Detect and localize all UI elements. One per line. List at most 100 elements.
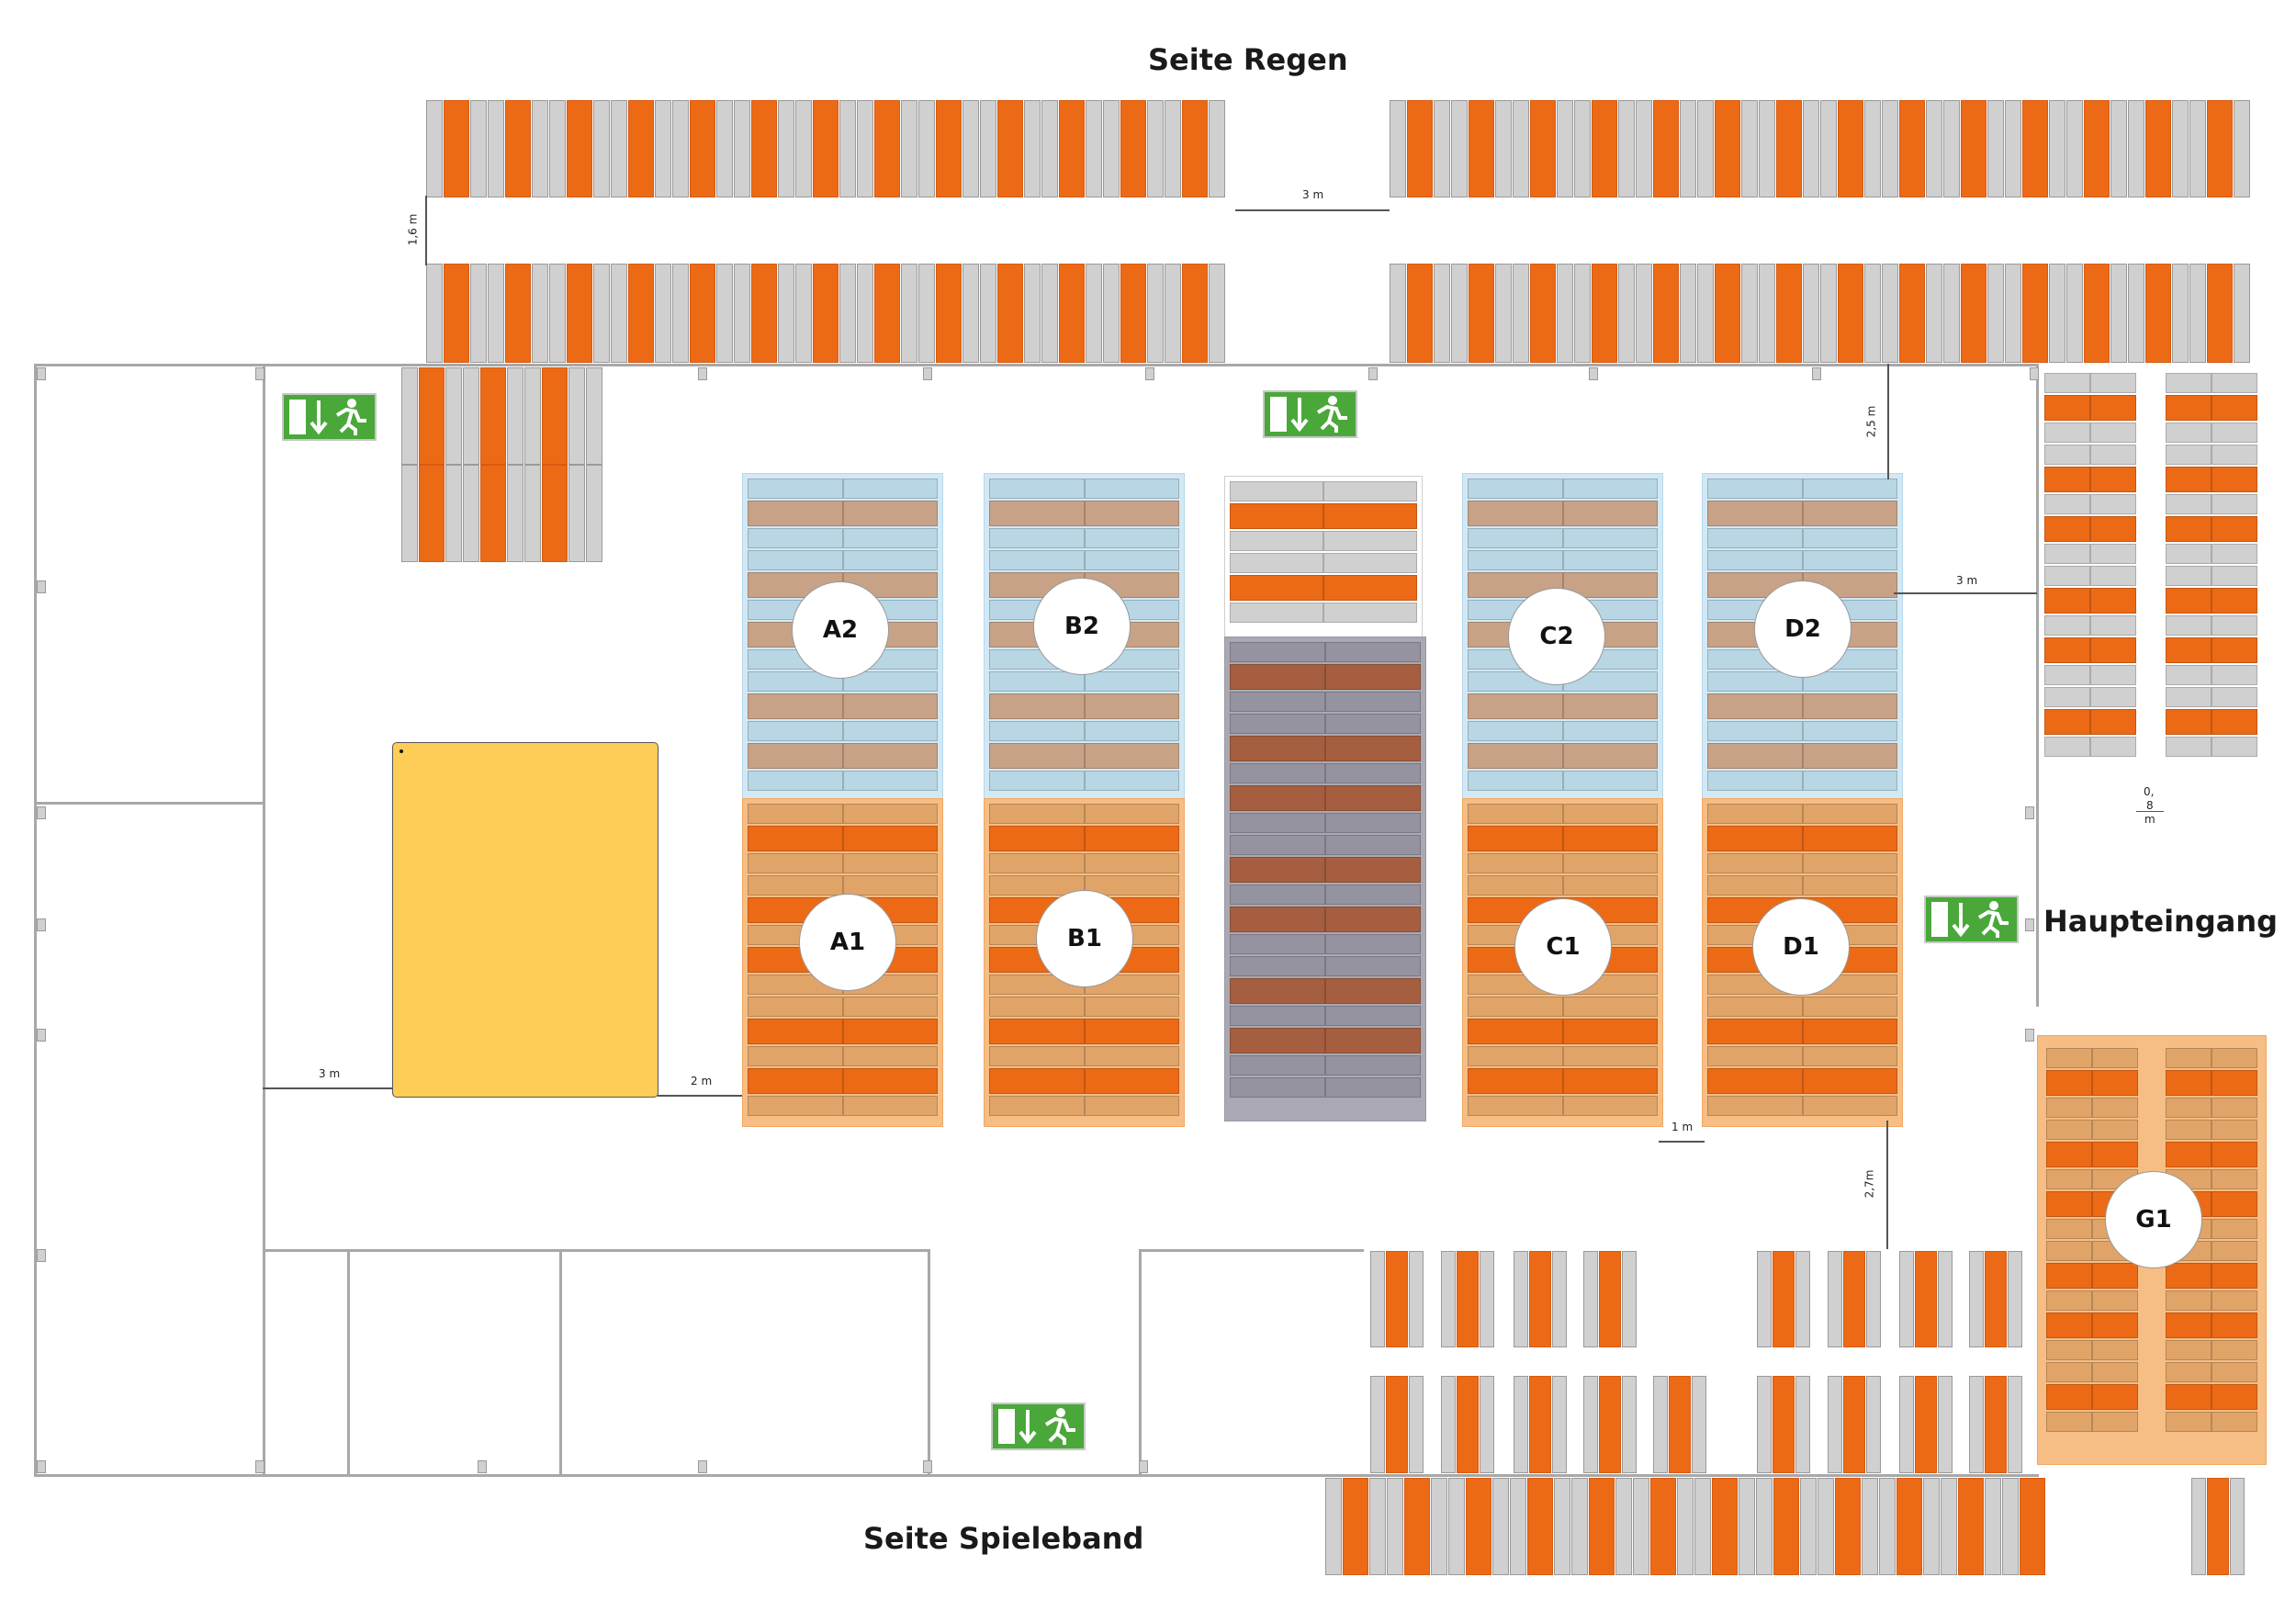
rack-slot-orange xyxy=(480,465,506,562)
rack-shelf xyxy=(2044,516,2090,542)
rack-shelf xyxy=(2090,588,2136,614)
rack-shelf xyxy=(1468,853,1563,873)
rack-slot-gray xyxy=(1692,1376,1706,1473)
rack-slot-orange xyxy=(690,264,715,363)
rack-slot-gray xyxy=(1510,1478,1526,1575)
zone-label-A2[interactable]: A2 xyxy=(792,581,889,679)
rack-shelf xyxy=(2166,1340,2212,1360)
rack-shelf xyxy=(2166,1142,2212,1167)
rack-shelf xyxy=(2090,544,2136,564)
rack-shelf xyxy=(1323,481,1417,501)
rack-slot-orange xyxy=(1961,264,1986,363)
rack-slot-orange xyxy=(813,264,838,363)
rack-slot-orange xyxy=(1530,100,1556,197)
dim-line-right-aisle xyxy=(1894,592,2037,594)
rack-slot-gray xyxy=(1615,1478,1632,1575)
rack-slot-gray xyxy=(1864,100,1881,197)
zone-label-D1[interactable]: D1 xyxy=(1752,898,1850,996)
wall-column-marker xyxy=(1812,367,1821,380)
dim-label-top-aisle: 3 m xyxy=(1302,188,1324,201)
rack-slot-orange xyxy=(1715,100,1740,197)
rack-shelf xyxy=(842,550,938,570)
rack-shelf xyxy=(1084,1046,1179,1066)
rack-shelf xyxy=(1802,804,1897,824)
rack-shelf xyxy=(989,826,1085,851)
zone-label-B1[interactable]: B1 xyxy=(1036,890,1133,987)
rack-slot-orange xyxy=(542,367,568,465)
zone-label-B2[interactable]: B2 xyxy=(1033,578,1131,675)
wall-column-marker xyxy=(1145,367,1154,380)
rack-slot-gray xyxy=(2191,1478,2206,1575)
rack-shelf xyxy=(842,804,938,824)
rack-slot-gray xyxy=(1480,1251,1494,1347)
rack-slot-gray xyxy=(672,100,689,197)
dim-label-left-aisle: 3 m xyxy=(319,1067,341,1080)
rack-slot-orange xyxy=(2022,264,2048,363)
rack-shelf xyxy=(1707,501,1803,526)
rack-slot-gray xyxy=(1552,1251,1567,1347)
rack-shelf xyxy=(2044,422,2090,443)
rack-slot-gray xyxy=(1636,100,1652,197)
rack-shelf xyxy=(1230,714,1325,734)
rack-shelf xyxy=(1084,853,1179,873)
rack-slot-gray xyxy=(1828,1251,1842,1347)
rack-shelf xyxy=(1707,528,1803,548)
rack-slot-gray xyxy=(1899,1251,1914,1347)
rack-slot-gray xyxy=(1697,264,1714,363)
rack-slot-orange xyxy=(997,100,1023,197)
rack-slot-gray xyxy=(568,465,585,562)
rack-slot-orange xyxy=(2020,1478,2045,1575)
rack-shelf xyxy=(1084,693,1179,719)
yellow-area-marker xyxy=(400,749,403,753)
rack-slot-orange xyxy=(1915,1376,1937,1473)
rack-shelf xyxy=(2090,373,2136,393)
rack-shelf xyxy=(842,528,938,548)
rack-shelf xyxy=(2044,588,2090,614)
rack-slot-gray xyxy=(1514,1376,1528,1473)
rack-slot-orange xyxy=(1182,264,1208,363)
rack-slot-gray xyxy=(1370,1376,1385,1473)
zone-label-C2[interactable]: C2 xyxy=(1508,588,1605,685)
rack-shelf xyxy=(1325,664,1421,690)
rack-shelf xyxy=(2212,373,2257,393)
dim-line-top-row-gap xyxy=(425,196,427,265)
zone-label-D2[interactable]: D2 xyxy=(1754,580,1851,678)
rack-slot-gray xyxy=(549,100,566,197)
rack-shelf xyxy=(2090,445,2136,465)
rack-slot-gray xyxy=(586,465,602,562)
rack-shelf xyxy=(1707,997,1803,1017)
rack-slot-gray xyxy=(1943,264,1960,363)
rack-shelf xyxy=(748,550,843,570)
rack-slot-gray xyxy=(2172,264,2189,363)
rack-shelf xyxy=(2092,1070,2138,1096)
rack-slot-gray xyxy=(1209,264,1225,363)
zone-label-G1[interactable]: G1 xyxy=(2105,1171,2202,1268)
rack-slot-gray xyxy=(918,264,935,363)
rack-slot-gray xyxy=(1828,1376,1842,1473)
bottom-room-4 xyxy=(1139,1249,1364,1477)
rack-shelf xyxy=(1084,743,1179,769)
rack-slot-gray xyxy=(1086,100,1102,197)
rack-slot-gray xyxy=(1941,1478,1957,1575)
rack-slot-orange xyxy=(1899,100,1925,197)
zone-label-A1[interactable]: A1 xyxy=(799,894,896,991)
rack-shelf xyxy=(1084,771,1179,791)
rack-shelf xyxy=(1323,531,1417,551)
rack-slot-gray xyxy=(1574,264,1591,363)
zone-label-C1[interactable]: C1 xyxy=(1514,898,1612,996)
rack-shelf xyxy=(2092,1048,2138,1068)
rack-shelf xyxy=(2090,494,2136,514)
rack-shelf xyxy=(2046,1384,2092,1410)
rack-slot-gray xyxy=(611,264,627,363)
yellow-area[interactable] xyxy=(392,742,658,1098)
rack-slot-gray xyxy=(980,100,996,197)
rack-shelf xyxy=(1802,693,1897,719)
rack-shelf xyxy=(1562,721,1658,741)
rack-slot-gray xyxy=(1803,100,1819,197)
rack-shelf xyxy=(2212,588,2257,614)
rack-slot-gray xyxy=(734,264,750,363)
rack-slot-gray xyxy=(463,465,479,562)
rack-slot-gray xyxy=(1583,1251,1598,1347)
rack-shelf xyxy=(1230,603,1323,623)
rack-shelf xyxy=(842,853,938,873)
